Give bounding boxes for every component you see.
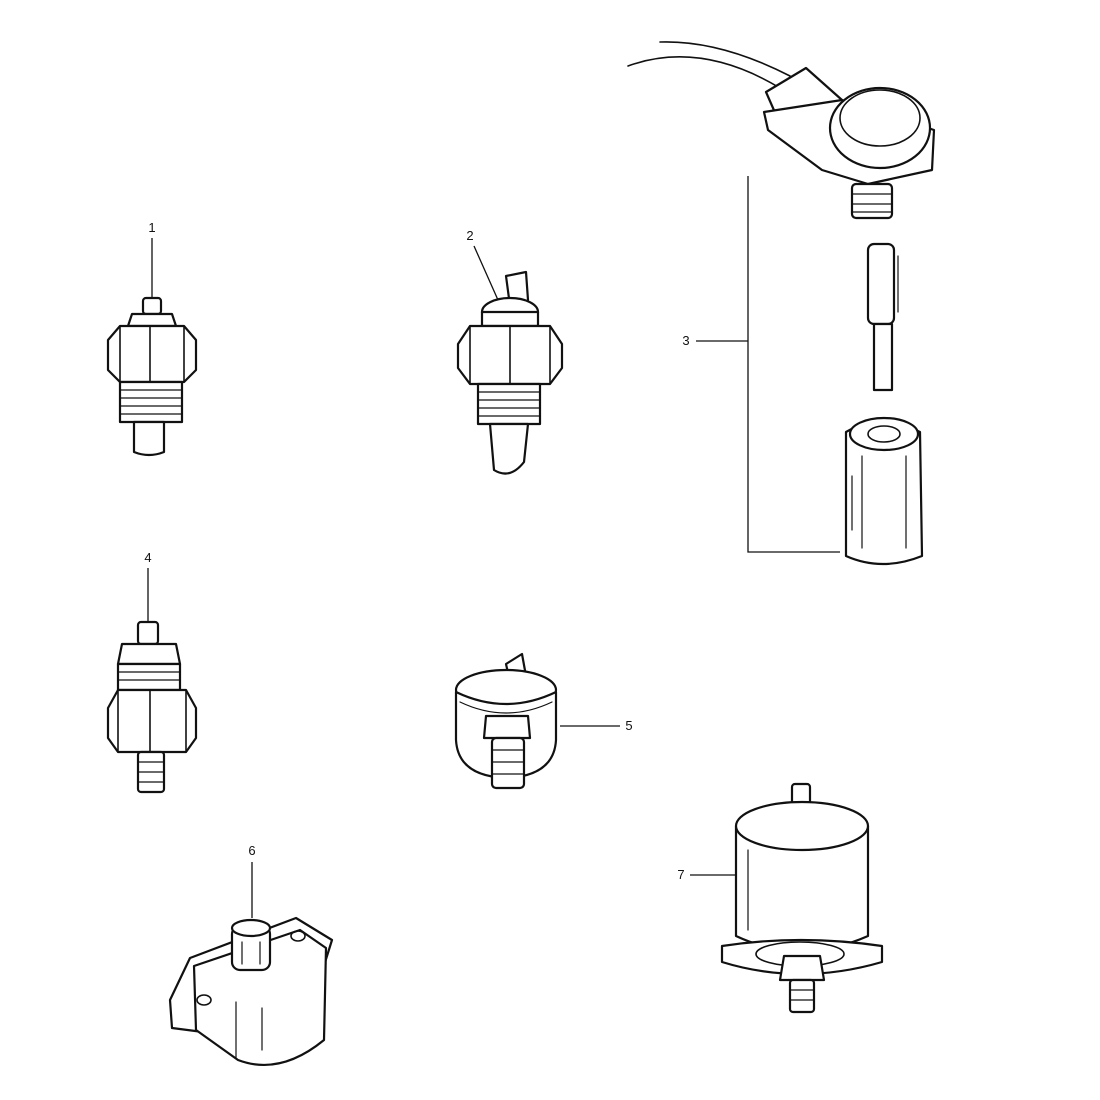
assembly-bracket [747, 176, 840, 553]
callout-label-3: 3 [682, 333, 689, 348]
part-2-temperature-switch: 2 [456, 228, 564, 475]
callout-label-2: 2 [466, 228, 473, 243]
part-4-pressure-switch: 4 [106, 550, 198, 794]
callout-label-1: 1 [148, 220, 155, 235]
part-3-sender-assembly: 3 [627, 41, 936, 566]
callout-label-6: 6 [248, 843, 255, 858]
part-5-oil-pressure-switch: 5 [454, 652, 633, 790]
callout-label-5: 5 [625, 718, 632, 733]
callout-label-4: 4 [144, 550, 151, 565]
part-7-pressure-transmitter: 7 [677, 782, 884, 1014]
callout-label-7: 7 [677, 867, 684, 882]
part-6-bracket-switch: 6 [168, 843, 334, 1067]
part-1-temperature-sender: 1 [106, 220, 198, 457]
callout-leader-2 [473, 245, 499, 301]
